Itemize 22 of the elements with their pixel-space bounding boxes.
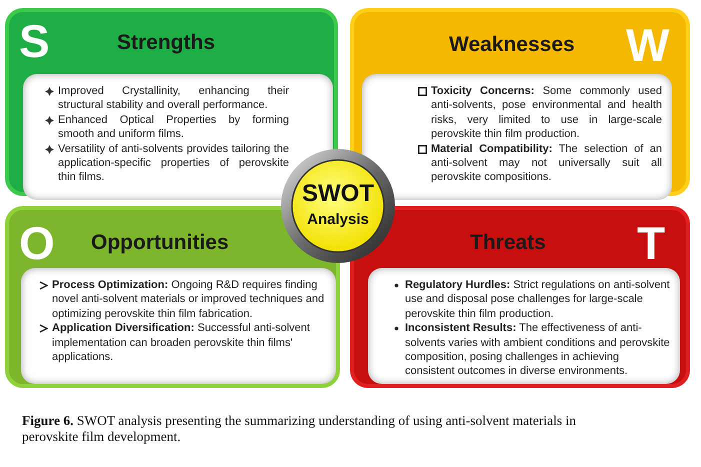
swot-letter: T <box>637 218 666 268</box>
bullet-text: Inconsistent Results: The effectiveness of anti-solvents varies with ambient conditions and perovskite composition, posing challenges in achieving consistent outcomes in diverse environments. <box>405 321 670 379</box>
content-panel <box>21 268 336 384</box>
content-panel <box>368 268 680 384</box>
bullet-text: Regulatory Hurdles: Strict regulations on anti-solvent use and disposal pose challenges for large-scale perovskite thin film production. <box>405 278 670 322</box>
bullet-text: Process Optimization: Ongoing R&D requires finding novel anti-solvent materials or improved techniques and optimizing perovskite thin film fabrication. <box>52 278 326 322</box>
bullet-text: Application Diversification: Successful anti-solvent implementation can broaden perovskite thin films' applications. <box>52 321 311 364</box>
swot-letter: S <box>19 16 50 66</box>
swot-letter: W <box>626 20 670 70</box>
swot-letter: O <box>19 218 55 268</box>
bullet-text: Improved Crystallinity, enhancing their structural stability and overall performance. <box>58 84 289 113</box>
bullet-text: Enhanced Optical Properties by forming smooth and uniform films. <box>58 112 289 142</box>
circle-title: SWOT <box>301 180 375 208</box>
bullet-text: Material Compatibility: The selection of an anti-solvent may not universally suit all perovskite compositions. <box>431 142 662 185</box>
quadrant-heading: Strengths <box>117 30 216 56</box>
bullet-text: Toxicity Concerns: Some commonly used anti-solvents, pose environmental and health risks, very limited to use in large-scale perovskite thin film production. <box>431 84 662 142</box>
circle-subtitle: Analysis <box>306 211 370 228</box>
bullet-text: Versatility of anti-solvents provides tailoring the application-specific properties of perovskite thin films. <box>58 142 289 185</box>
quadrant-heading: Weaknesses <box>449 32 575 58</box>
figure-caption: Figure 6. SWOT analysis presenting the summarizing understanding of using anti-solvent materials in perovskite film development. <box>22 413 578 445</box>
quadrant-heading: Opportunities <box>91 230 229 256</box>
quadrant-heading: Threats <box>470 230 546 256</box>
